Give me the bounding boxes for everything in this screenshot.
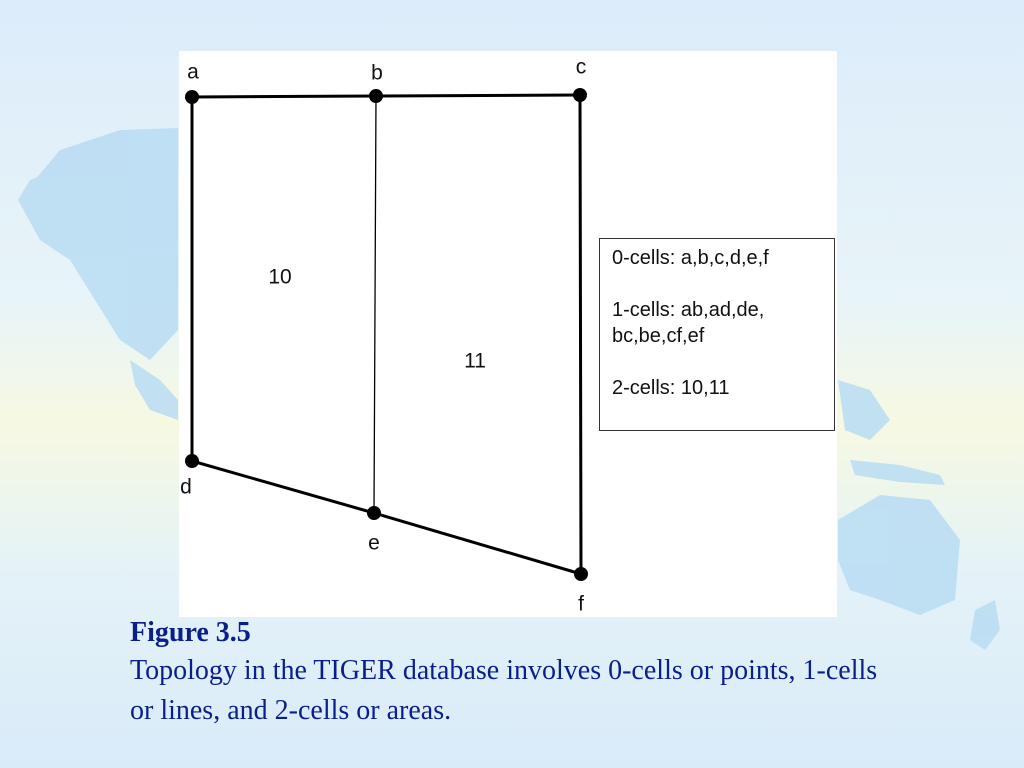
alaska-shape	[18, 170, 55, 200]
node-label-a: a	[187, 60, 199, 84]
topology-diagram	[185, 88, 588, 581]
edge-bc	[374, 93, 582, 98]
figure-caption: Figure 3.5 Topology in the TIGER databas…	[130, 615, 890, 731]
node-label-b: b	[371, 61, 383, 85]
north-america-shape	[18, 128, 178, 360]
caption-body: Topology in the TIGER database involves …	[130, 655, 878, 726]
cell-legend-box: 0-cells: a,b,c,d,e,f 1-cells: ab,ad,de, …	[599, 238, 835, 431]
nz-shape	[970, 600, 1000, 650]
figure-panel: a b c d e f 10 11 0-cells: a,b,c,d,e,f 1-cells:…	[179, 51, 837, 617]
australia-shape	[838, 495, 960, 615]
edge-ab	[190, 94, 378, 99]
node-label-d: d	[180, 475, 192, 499]
node-d	[185, 454, 199, 468]
node-label-c: c	[575, 55, 587, 79]
legend-spacer	[612, 271, 834, 297]
caption-title: Figure 3.5	[130, 617, 251, 648]
legend-one-cells-line2: bc,be,cf,ef	[612, 325, 705, 347]
edge-ef	[372, 511, 583, 576]
legend-zero-cells: 0-cells: a,b,c,d,e,f	[612, 247, 769, 269]
asia-islands-shape	[838, 380, 890, 440]
legend-two-cells: 2-cells: 10,11	[612, 377, 730, 399]
area-label-11: 11	[464, 349, 486, 373]
node-b	[369, 89, 383, 103]
node-label-f: f	[578, 592, 584, 616]
edges-layer	[190, 93, 583, 576]
node-f	[574, 567, 588, 581]
node-e	[367, 506, 381, 520]
edge-de	[190, 459, 376, 515]
area-label-10: 10	[268, 265, 292, 289]
edge-cf	[578, 93, 583, 576]
node-a	[185, 90, 199, 104]
indonesia-shape	[850, 460, 945, 485]
nodes-layer	[185, 88, 588, 581]
edge-be	[373, 95, 377, 514]
legend-spacer	[612, 349, 834, 375]
node-label-e: e	[368, 531, 380, 555]
legend-one-cells-line1: 1-cells: ab,ad,de,	[612, 299, 765, 321]
node-c	[573, 88, 587, 102]
central-america-shape	[130, 360, 178, 420]
